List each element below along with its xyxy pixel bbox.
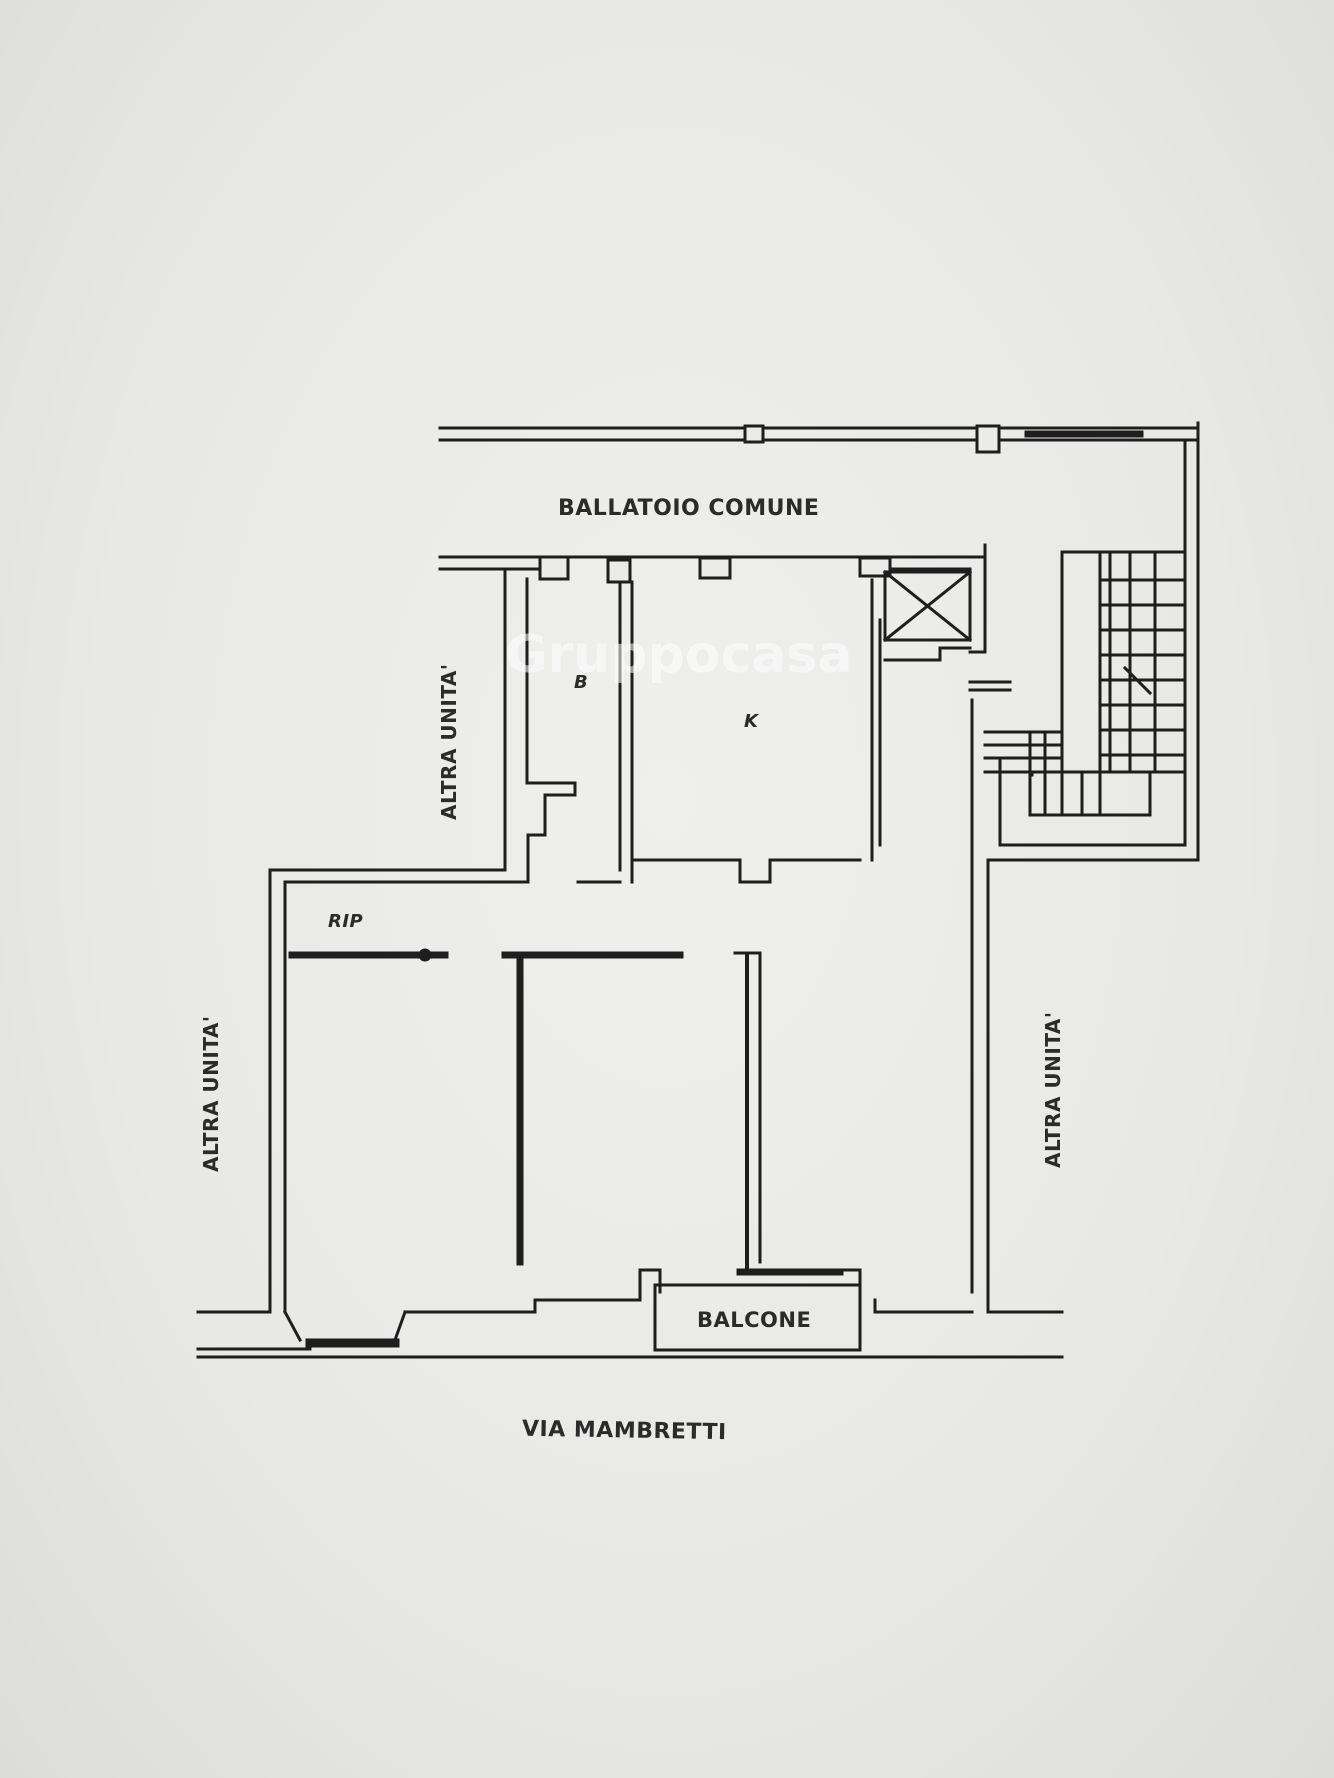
balcony-label: BALCONE: [697, 1308, 811, 1332]
corridor-label: BALLATOIO COMUNE: [558, 496, 819, 521]
neighbor-label-right: ALTRA UNITA': [1041, 1011, 1065, 1168]
wall-lines: [196, 421, 1200, 1359]
watermark-text: Gruppocasa: [505, 625, 852, 685]
room-storage-label: RIP: [328, 911, 363, 932]
street-label: VIA MAMBRETTI: [522, 1417, 727, 1446]
neighbor-label-left: ALTRA UNITA': [199, 1015, 223, 1172]
neighbor-label-top-left: ALTRA UNITA': [437, 663, 461, 820]
room-kitchen-label: K: [744, 711, 760, 732]
room-bathroom-label: B: [574, 672, 588, 693]
